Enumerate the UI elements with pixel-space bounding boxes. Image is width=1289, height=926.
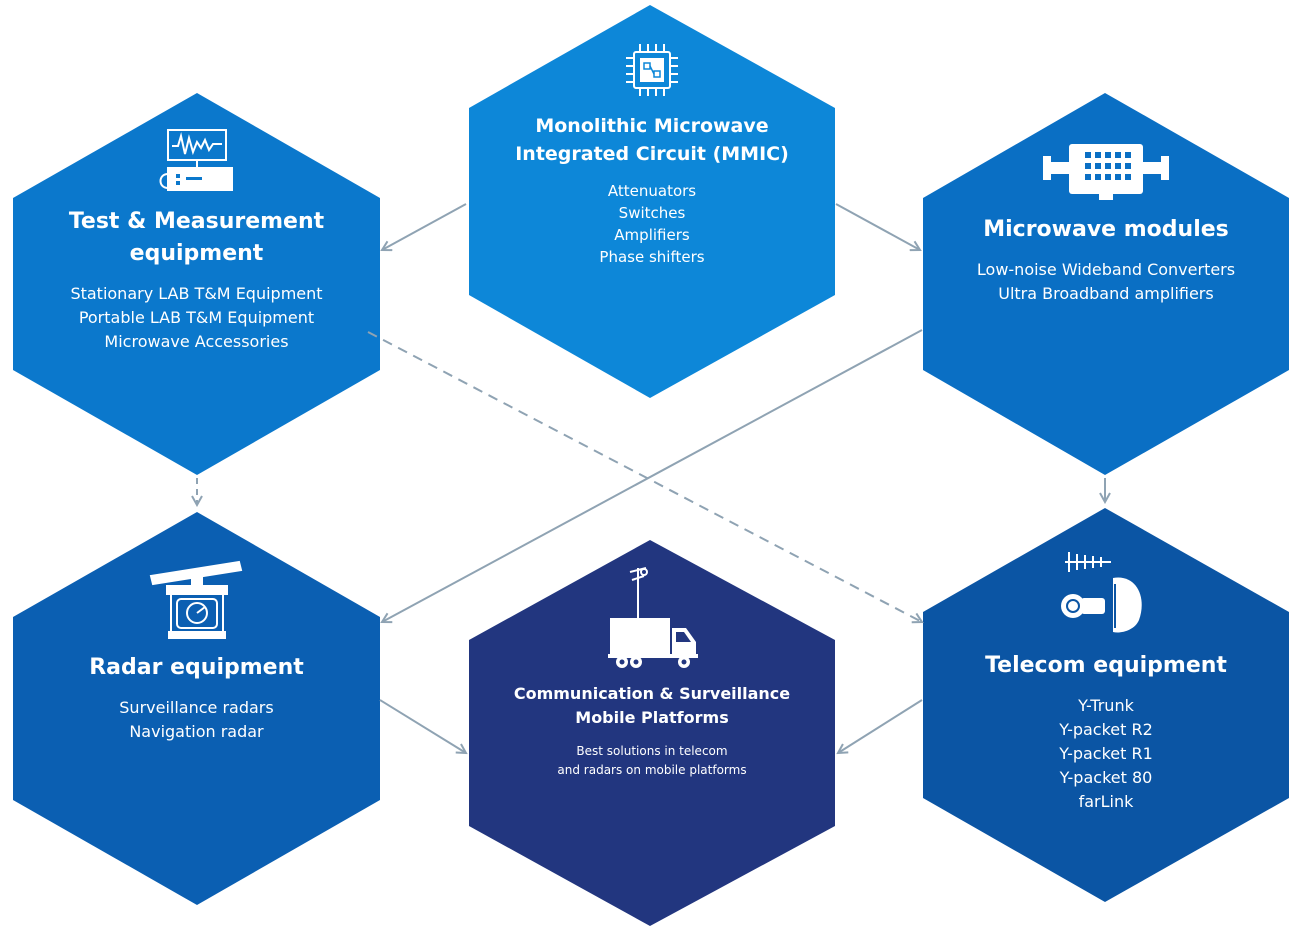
node-radar-items: Surveillance radars Navigation radar — [119, 696, 273, 744]
node-test-item: Microwave Accessories — [104, 332, 289, 351]
node-radar-title: Radar equipment — [89, 655, 304, 680]
hex-mobile — [469, 540, 835, 926]
node-mmic-item: Attenuators — [607, 182, 697, 200]
node-telecom-item: Y-Trunk — [1078, 696, 1134, 715]
arrow-telecom-to-mobile — [838, 699, 923, 753]
node-mmic-items: Attenuators Switches Amplifiers Phase sh… — [599, 180, 704, 268]
node-telecom-items: Y-Trunk Y-packet R2 Y-packet R1 Y-packet… — [1059, 694, 1153, 814]
arrow-mmic-to-test — [382, 203, 467, 250]
node-mmic-title: Monolithic Microwave Integrated Circuit … — [515, 115, 789, 165]
node-mobile-item: Best solutions in telecom — [576, 744, 728, 758]
node-radar-item: Navigation radar — [129, 722, 264, 741]
node-test-item: Portable LAB T&M Equipment — [78, 308, 315, 327]
node-radar-item: Surveillance radars — [119, 698, 274, 717]
hex-telecom — [923, 508, 1289, 902]
node-test-item: Stationary LAB T&M Equipment — [70, 284, 323, 303]
node-mmic-item: Switches — [618, 204, 686, 222]
node-test: Test & Measurement equipment Stationary … — [13, 128, 380, 354]
hex-radar — [13, 512, 380, 905]
node-test-title: Test & Measurement equipment — [68, 209, 325, 266]
node-mobile-item: and radars on mobile platforms — [557, 763, 747, 777]
node-radar: Radar equipment Surveillance radars Navi… — [13, 560, 380, 744]
node-telecom: Telecom equipment Y-Trunk Y-packet R2 Y-… — [923, 548, 1289, 814]
node-mmic: Monolithic Microwave Integrated Circuit … — [469, 40, 835, 268]
node-telecom-item: farLink — [1078, 792, 1134, 811]
node-telecom-item: Y-packet 80 — [1059, 768, 1153, 787]
node-mmic-item: Amplifiers — [614, 226, 690, 244]
node-modules: Microwave modules Low-noise Wideband Con… — [923, 140, 1289, 306]
node-mobile-items: Best solutions in telecom and radars on … — [557, 742, 746, 780]
arrow-mmic-to-modules — [835, 203, 920, 250]
node-mmic-item: Phase shifters — [599, 248, 705, 266]
node-mobile-title: Communication & Surveillance Mobile Plat… — [513, 684, 791, 727]
truck-icon — [608, 567, 698, 668]
node-modules-item: Low-noise Wideband Converters — [976, 260, 1236, 279]
hex-test — [13, 93, 380, 475]
microwave-module-icon — [1043, 144, 1169, 200]
node-test-items: Stationary LAB T&M Equipment Portable LA… — [70, 282, 322, 354]
node-telecom-item: Y-packet R2 — [1059, 720, 1153, 739]
arrow-radar-to-mobile — [379, 699, 466, 753]
node-telecom-item: Y-packet R1 — [1059, 744, 1153, 763]
arrow-modules-to-radar — [382, 329, 923, 622]
hex-mmic — [469, 5, 835, 398]
antenna-dish-icon — [1061, 552, 1142, 633]
node-telecom-title: Telecom equipment — [985, 653, 1227, 678]
node-modules-item: Ultra Broadband amplifiers — [998, 284, 1214, 303]
arrow-test-to-telecom — [367, 331, 922, 622]
radar-icon — [149, 560, 242, 639]
node-mobile: Communication & Surveillance Mobile Plat… — [469, 562, 835, 780]
hex-modules — [923, 93, 1289, 475]
node-modules-items: Low-noise Wideband Converters Ultra Broa… — [977, 258, 1235, 306]
oscilloscope-icon — [159, 129, 233, 191]
chip-icon — [626, 44, 678, 96]
node-modules-title: Microwave modules — [983, 217, 1229, 242]
